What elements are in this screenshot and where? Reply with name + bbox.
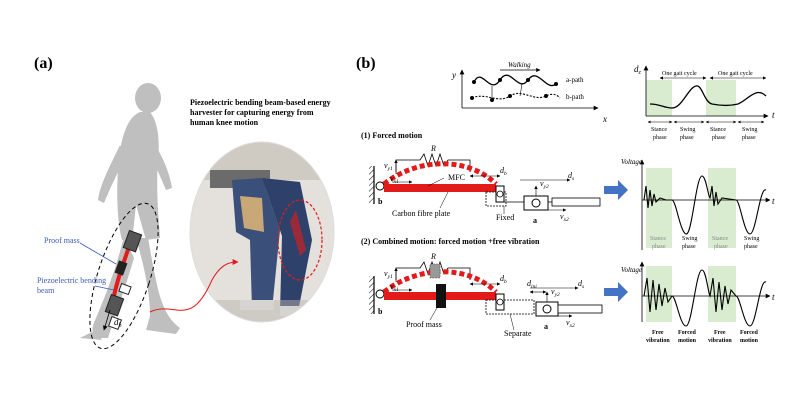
gait-ylabel: dz <box>634 64 642 76</box>
forced-vx1: vx1 <box>390 174 399 185</box>
walking-label: Walking <box>508 61 531 69</box>
v2-phase-2a: Forced <box>678 330 697 336</box>
path-x-label: x <box>602 114 607 124</box>
knee-photo <box>190 142 334 322</box>
device-blocks <box>104 229 143 317</box>
v2-phase-4a: Forced <box>740 330 759 336</box>
gait-chart: dz t One gait cycle One gait cycle Stanc… <box>634 64 775 141</box>
v1-phase-4b: phase <box>744 244 758 250</box>
a-path-curve <box>473 74 557 87</box>
combined-vx2: vx2 <box>566 318 575 329</box>
combined-vx1: vx1 <box>390 282 399 293</box>
db-label-a: db <box>114 317 122 329</box>
combined-db: db <box>500 274 507 285</box>
blue-arrow-1 <box>604 180 628 200</box>
forced-fixed: Fixed <box>496 213 514 222</box>
zoom-connector <box>149 259 239 313</box>
forced-carbon: Carbon fibre plate <box>392 209 451 218</box>
gait-phase-3a: Stance <box>710 127 726 133</box>
voltage-chart-1: Voltage t Stance phase Swing phase Stanc… <box>621 158 775 250</box>
combined-vy1: vy1 <box>384 269 393 280</box>
a-path-label: a-path <box>566 76 584 84</box>
forced-b: b <box>378 197 383 206</box>
voltage-chart-2: Voltage t Free vibration Forced motion F… <box>621 261 775 344</box>
leg-highlight-ellipse <box>89 202 159 350</box>
combined-motion-diagram: R vy1 vx1 b Proof mass Separate a db din… <box>369 252 603 338</box>
voltage2-t: t <box>772 292 775 302</box>
forced-db: db <box>500 166 507 177</box>
forced-a: a <box>533 216 537 225</box>
voltage1-t: t <box>772 196 775 206</box>
v2-phase-4b: motion <box>740 338 759 344</box>
forced-mfc: MFC <box>448 173 465 182</box>
combined-R: R <box>430 252 436 261</box>
voltage2-curve <box>643 269 767 327</box>
v1-phase-2b: phase <box>682 244 696 250</box>
forced-vx2: vx2 <box>560 212 569 223</box>
panel-a-title-line1: Piezoelectric bending beam-based energy <box>190 98 331 107</box>
combined-a: a <box>544 322 548 331</box>
gait-curve <box>649 85 767 109</box>
forced-heading: (1) Forced motion <box>361 131 423 140</box>
gait-phase-4b: phase <box>742 135 756 141</box>
v1-phase-1b: phase <box>652 244 666 250</box>
gait-phase-3b: phase <box>712 135 726 141</box>
combined-b: b <box>378 307 383 316</box>
b-path-label: b-path <box>566 93 584 101</box>
v1-phase-3b: phase <box>714 244 728 250</box>
gait-phase-1b: phase <box>653 135 667 141</box>
forced-vy1: vy1 <box>384 161 393 172</box>
v2-phase-1b: vibration <box>646 338 670 344</box>
path-y-label: y <box>451 70 456 80</box>
device-brackets <box>107 282 132 331</box>
combined-heading: (2) Combined motion: forced motion +free… <box>361 237 540 246</box>
proof-mass-pointer <box>79 242 117 265</box>
gait-cycle1-label: One gait cycle <box>662 71 697 77</box>
forced-vy2: vy2 <box>540 179 549 190</box>
v1-phase-2a: Swing <box>682 236 697 242</box>
combined-separate: Separate <box>504 329 532 338</box>
combined-vy2: vy2 <box>551 287 560 298</box>
gait-phase-1a: Stance <box>651 127 667 133</box>
v2-phase-1a: Free <box>652 330 664 336</box>
b-path-curve <box>471 92 561 100</box>
blue-arrow-2 <box>604 282 628 302</box>
beam-label-a-line2: beam <box>37 286 55 295</box>
panel-a-title-line2: harvester for capturing energy from <box>190 108 314 117</box>
v1-phase-3a: Stance <box>712 236 728 242</box>
photo-frame <box>189 141 335 323</box>
v2-phase-3b: vibration <box>708 338 732 344</box>
gait-phase-2a: Swing <box>680 127 695 133</box>
forced-R: R <box>430 144 436 153</box>
beam-label-a-line1: Piezoelectric bending <box>37 276 106 285</box>
path-diagram: y x Walking a-path b-path <box>451 61 607 124</box>
beam-pointer <box>94 285 115 291</box>
v1-phase-1a: Stance <box>650 236 666 242</box>
voltage2-ylabel: Voltage <box>621 266 642 274</box>
voltage1-curve <box>643 175 767 235</box>
gait-t-label: t <box>772 110 775 120</box>
gait-phase-4a: Swing <box>742 127 757 133</box>
gait-phase-2b: phase <box>680 135 694 141</box>
forced-motion-diagram: R vy1 vx1 MFC b Carbon fibre plate Fixed… <box>369 144 601 225</box>
forced-ds: ds <box>568 171 574 182</box>
v2-phase-2b: motion <box>678 338 697 344</box>
voltage1-ylabel: Voltage <box>621 158 642 166</box>
v2-phase-3a: Free <box>714 330 726 336</box>
panel-a-label: (a) <box>34 55 53 72</box>
combined-dini: dini <box>527 279 537 290</box>
combined-ds: ds <box>578 279 584 290</box>
combined-proof-mass: Proof mass <box>406 320 442 329</box>
panel-a-title-line3: human knee motion <box>190 118 259 127</box>
human-silhouette <box>80 83 180 340</box>
proof-mass-label-a: Proof mass <box>44 236 80 245</box>
gait-cycle2-label: One gait cycle <box>718 71 753 77</box>
db-arrow-a <box>102 309 111 331</box>
panel-b-label: (b) <box>356 55 376 72</box>
v1-phase-4a: Swing <box>744 236 759 242</box>
